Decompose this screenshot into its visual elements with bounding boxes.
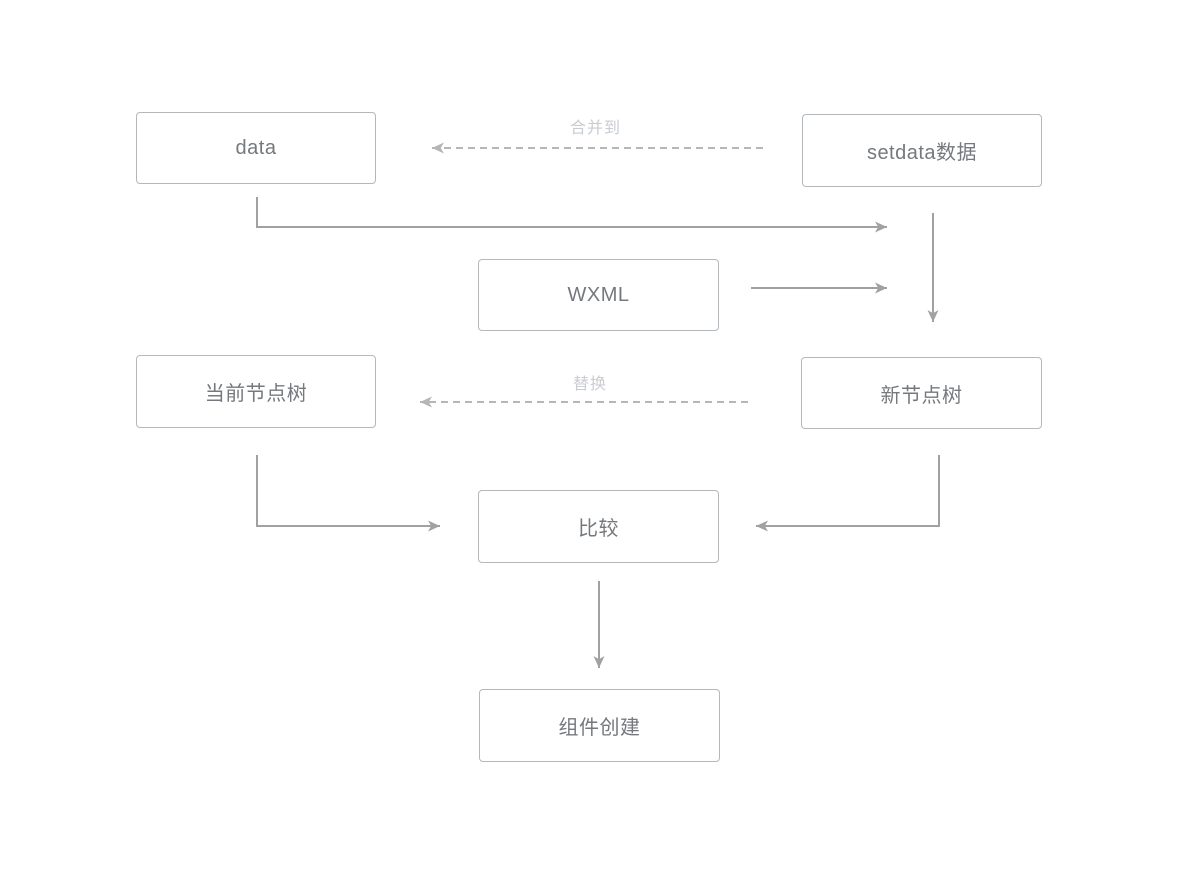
node-current-tree-label: 当前节点树 xyxy=(204,383,308,405)
node-new-tree: 新节点树 xyxy=(801,357,1042,429)
edge-label-replace: 替换 xyxy=(573,376,608,393)
node-wxml: WXML xyxy=(478,259,719,331)
edge-data-to-new-tree xyxy=(256,197,887,233)
node-component-create: 组件创建 xyxy=(479,689,720,762)
node-new-tree-label: 新节点树 xyxy=(880,384,963,407)
node-compare: 比较 xyxy=(478,490,719,563)
edge-new-tree-to-compare xyxy=(756,455,940,532)
node-data-label: data xyxy=(235,136,277,159)
node-data: data xyxy=(136,112,376,184)
edge-current-tree-to-compare xyxy=(256,455,440,532)
node-setdata-label: setdata数据 xyxy=(866,142,978,164)
node-component-create-label: 组件创建 xyxy=(558,717,641,739)
edge-label-merge: 合并到 xyxy=(570,120,622,137)
node-wxml-label: WXML xyxy=(567,283,630,306)
node-current-tree: 当前节点树 xyxy=(136,355,376,428)
node-compare-label: 比较 xyxy=(578,518,619,540)
node-setdata: setdata数据 xyxy=(802,114,1042,187)
